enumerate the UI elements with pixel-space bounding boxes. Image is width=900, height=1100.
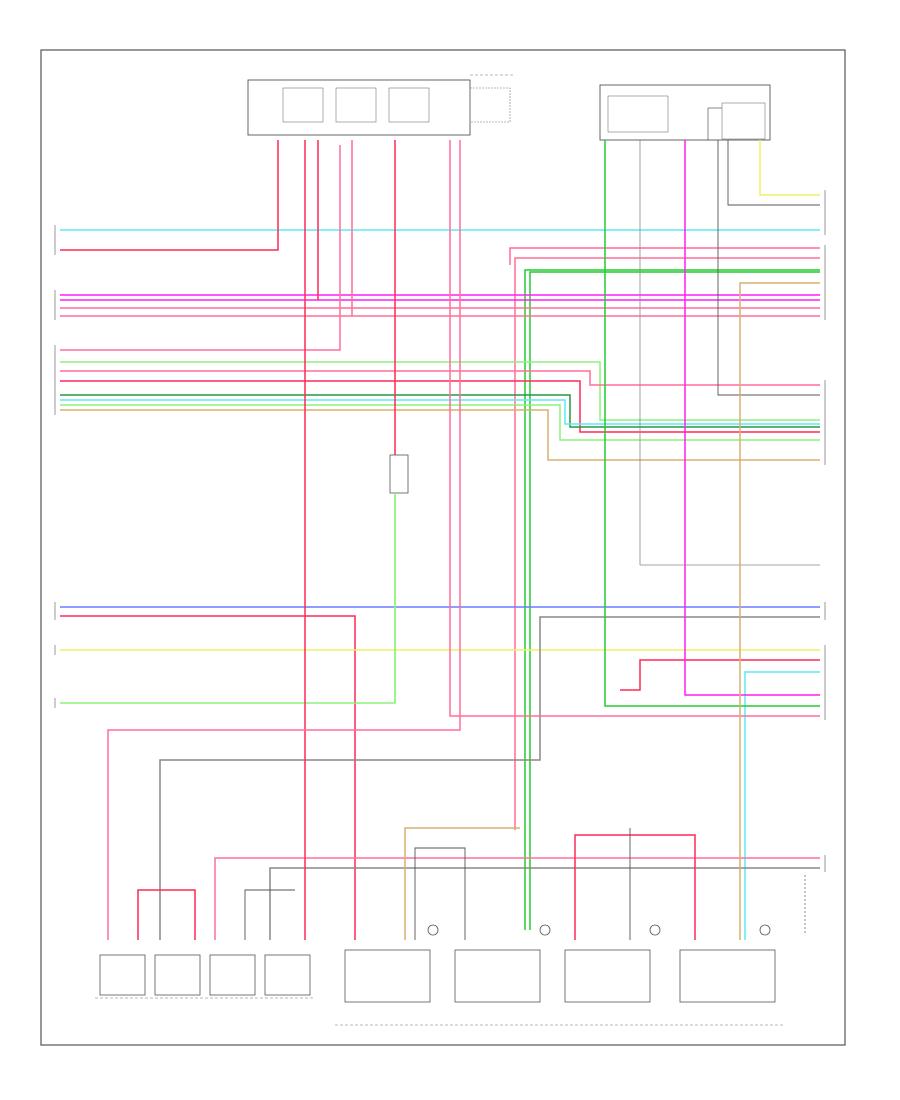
wire-green-r2 [529, 271, 820, 930]
horizontal-wires [60, 140, 820, 940]
diagram-frame [40, 49, 846, 1046]
wire-red-3 [60, 615, 356, 940]
fuse-block [599, 84, 771, 141]
relay-block [247, 74, 515, 136]
wire-cyan-3 [744, 671, 820, 940]
wire-red-2 [60, 380, 820, 433]
vertical-wires [107, 140, 820, 940]
wire-magenta-3 [684, 140, 820, 696]
wire-pink-r1 [509, 247, 820, 265]
central-splice [389, 454, 409, 703]
wire-green-3 [604, 140, 820, 707]
ignition-coils [335, 875, 806, 1026]
wire-dkgreen-1 [60, 394, 820, 428]
wire-red-4 [620, 659, 820, 691]
wire-pink-6 [214, 857, 820, 940]
wire-cyan-2 [60, 399, 820, 425]
left-injectors [95, 954, 315, 999]
wire-pink-r2 [514, 257, 820, 830]
lower-jumpers [137, 827, 696, 940]
wire-pink-3 [60, 145, 341, 351]
wire-ltgreen-1 [60, 361, 820, 421]
wire-ltgreen-2 [60, 404, 820, 441]
wire-pink-4 [60, 370, 820, 386]
wire-red-top [60, 140, 279, 251]
wire-pink-5 [449, 140, 820, 717]
wire-tan-1 [60, 409, 820, 461]
wire-ltgreen-3 [60, 475, 396, 704]
wire-green-r1 [524, 269, 820, 930]
connector-ticks [54, 190, 826, 872]
wire-gray-2 [269, 867, 820, 940]
wire-gray-1 [159, 616, 820, 940]
